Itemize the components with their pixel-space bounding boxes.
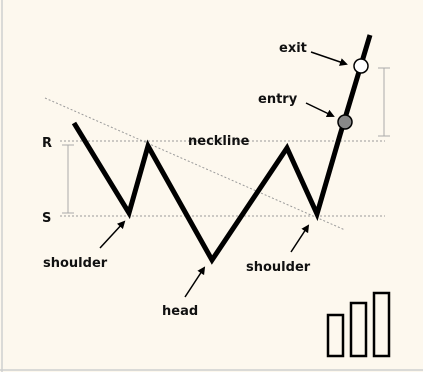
resistance-label: R <box>42 136 52 151</box>
entry-arrow <box>305 102 335 118</box>
exit-marker <box>353 58 369 74</box>
left-shoulder-arrow <box>99 220 126 249</box>
exit-arrow <box>310 51 348 66</box>
head-label: head <box>162 304 198 319</box>
right-shoulder-arrow <box>290 224 310 253</box>
bar-chart-icon <box>326 291 391 358</box>
entry-label: entry <box>258 92 298 107</box>
right-shoulder-label: shoulder <box>246 260 311 275</box>
trendline-guide <box>44 97 346 231</box>
price-line <box>71 34 373 265</box>
exit-label: exit <box>279 41 307 56</box>
neckline-label: neckline <box>188 134 250 149</box>
left-shoulder-label: shoulder <box>43 256 108 271</box>
head-arrow <box>184 266 206 298</box>
pattern-height-bracket <box>62 144 74 214</box>
entry-marker <box>337 114 353 130</box>
price-target-bracket <box>378 67 390 137</box>
support-label: S <box>42 211 51 226</box>
